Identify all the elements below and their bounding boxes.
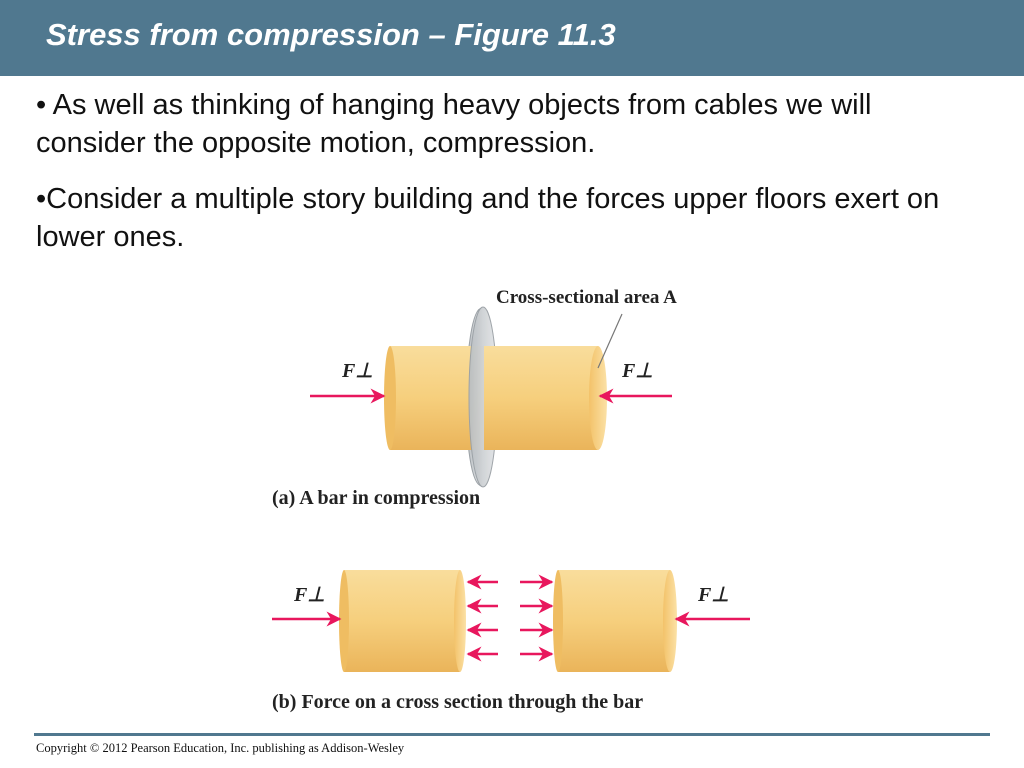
cross-section-label: Cross-sectional area A (496, 287, 677, 308)
title-bar: Stress from compression – Figure 11.3 (0, 0, 1024, 76)
bullet-item-2: •Consider a multiple story building and … (36, 183, 940, 253)
force-label-left-a: F⊥ (341, 360, 373, 382)
footer-divider (34, 733, 990, 736)
bar-end-right (589, 346, 607, 450)
bar-b-left-end (339, 570, 349, 672)
caption-a: (a) A bar in compression (272, 487, 480, 509)
bar-end-left (384, 346, 396, 450)
bullet-list: • As well as thinking of hanging heavy o… (36, 86, 986, 274)
bar-b-right-body (558, 570, 670, 672)
force-label-right-a: F⊥ (621, 360, 653, 382)
bar-b-right-end (663, 570, 677, 672)
bar-a: Cross-sectional area A F⊥ F⊥ (a) A bar i… (272, 287, 677, 509)
bullet-item-1: • As well as thinking of hanging heavy o… (36, 89, 872, 159)
cross-section-leader (597, 313, 623, 369)
compression-figure: Cross-sectional area A F⊥ F⊥ (a) A bar i… (272, 287, 750, 713)
bar-b-left-body (344, 570, 460, 672)
force-label-left-b: F⊥ (293, 584, 325, 606)
copyright-notice: Copyright © 2012 Pearson Education, Inc.… (36, 741, 405, 755)
bar-b-left-face (454, 570, 466, 672)
caption-b: (b) Force on a cross section through the… (272, 691, 643, 713)
bar-body-right (484, 346, 598, 450)
bar-b: F⊥ F⊥ (b) Force on a cross section throu… (272, 570, 750, 713)
bar-b-right-start (553, 570, 563, 672)
slide-title: Stress from compression – Figure 11.3 (46, 17, 616, 52)
force-label-right-b: F⊥ (697, 584, 729, 606)
